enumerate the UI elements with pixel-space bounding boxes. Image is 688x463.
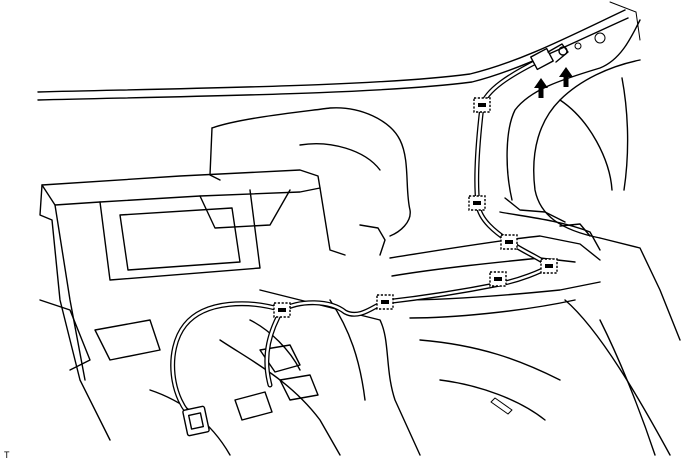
clamp-6 (376, 294, 394, 310)
harness-connector (182, 405, 210, 437)
harness-clamps (273, 97, 558, 318)
upper-connector (530, 43, 569, 71)
clamp-4 (540, 258, 558, 274)
seat-frame (39, 169, 386, 441)
figure-id-label: T (4, 450, 10, 460)
clamp-5 (489, 271, 507, 287)
clamp-2 (468, 195, 486, 211)
seat-back (209, 107, 411, 237)
rear-pillar-panel (506, 19, 681, 456)
clamp-7 (273, 302, 291, 318)
pull-direction-arrows (534, 67, 573, 98)
wire-harness (170, 57, 553, 423)
roof-outline (37, 1, 641, 101)
clamp-3 (500, 234, 518, 250)
up-arrow-icon (559, 67, 573, 87)
clamp-1 (473, 97, 491, 113)
up-arrow-icon (534, 78, 548, 98)
cross-rail (389, 197, 601, 319)
